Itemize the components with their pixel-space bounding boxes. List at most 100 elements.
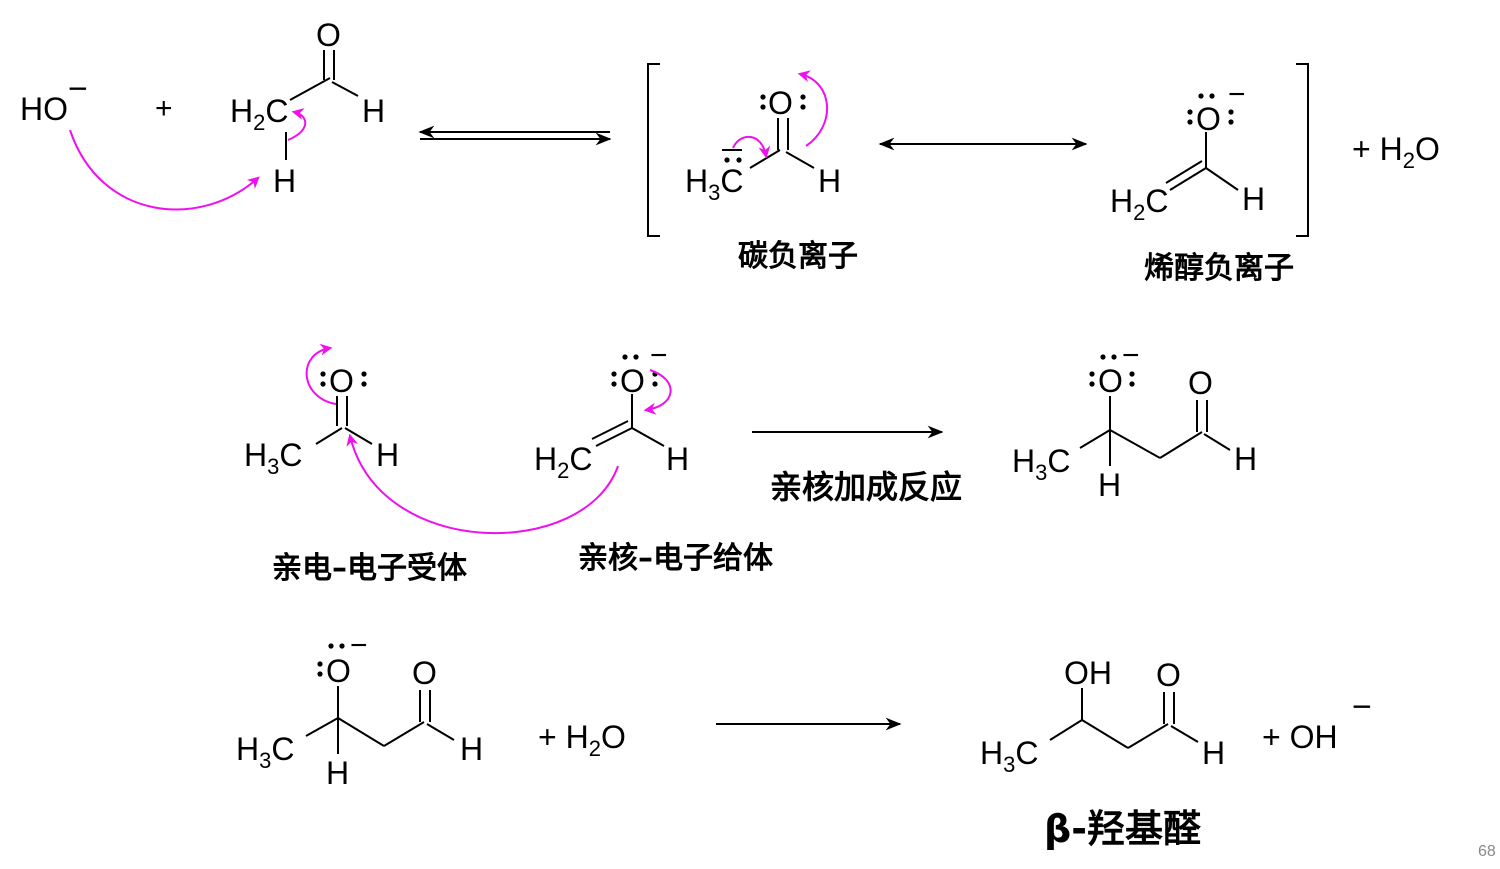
hydroxide-charge: − <box>68 70 88 108</box>
h2c-sub: 2 <box>557 458 569 483</box>
atom-O: O <box>1196 101 1221 137</box>
atom-H-aldehyde: H <box>1234 441 1257 477</box>
water-O-3: O <box>601 719 626 755</box>
plus-water-text: + H <box>1352 131 1403 167</box>
acetaldehyde-1: H2C O H H <box>230 17 385 199</box>
water-sub-3: 2 <box>589 736 601 761</box>
label-nucleophile: 亲核–电子给体 <box>578 541 774 576</box>
h2c-C: C <box>1145 183 1168 219</box>
aldol-product: H3C OH O H <box>980 655 1225 777</box>
h2c-H: H <box>534 441 557 477</box>
water-O: O <box>1415 131 1440 167</box>
atom-O: O <box>316 17 341 53</box>
alkoxide-charge: − <box>1122 339 1140 372</box>
atom-H: H <box>1242 181 1265 217</box>
svg-text:+ H2O: + H2O <box>538 719 626 761</box>
h3c-H: H <box>685 163 708 199</box>
hydroxide-charge-3: − <box>1352 688 1372 726</box>
atom-H-aldehyde: H <box>1202 735 1225 771</box>
bond-c-c <box>289 77 331 101</box>
plus-hydroxide-text: + OH <box>1262 719 1338 755</box>
atom-O-carbonyl: O <box>412 655 437 691</box>
equilibrium-arrow <box>418 125 612 146</box>
alkoxide-product: H3C O − O H H <box>1012 339 1257 503</box>
atom-H-methine: H <box>1098 467 1121 503</box>
h3c-H: H <box>236 731 259 767</box>
row1-hydroxide: HO − <box>20 70 88 127</box>
label-enolate: 烯醇负离子 <box>1144 251 1294 286</box>
right-bracket <box>1296 63 1309 237</box>
svg-text:+ H2O: + H2O <box>1352 131 1440 173</box>
atom-H: H <box>818 163 841 199</box>
atom-O-minus: O <box>326 653 351 689</box>
h2c-H: H <box>1110 183 1133 219</box>
enolate-charge: − <box>1228 78 1246 111</box>
water-sub: 2 <box>1403 148 1415 173</box>
h3c-C: C <box>271 731 294 767</box>
atom-O: O <box>620 363 645 399</box>
curly-arrow-ch-bond <box>287 108 307 141</box>
bond-c-c <box>749 149 781 169</box>
h2c-C: C <box>265 93 288 129</box>
svg-text:H2C: H2C <box>230 93 288 135</box>
h3c-sub: 3 <box>1035 460 1047 485</box>
atom-O-carbonyl: O <box>1156 657 1181 693</box>
plus-sign-1: + <box>155 92 173 125</box>
svg-text:H2C: H2C <box>1110 183 1168 225</box>
h2c-H: H <box>230 93 253 129</box>
h2c-sub: 2 <box>1133 200 1145 225</box>
enolate-nucleophile: H2C O − H <box>534 339 689 483</box>
atom-H: H <box>362 93 385 129</box>
atom-O-carbonyl: O <box>1188 365 1213 401</box>
curly-arrow-hydroxide <box>69 129 260 211</box>
enolate-structure: H2C O − H <box>1110 78 1265 225</box>
page-number: 68 <box>1478 843 1496 860</box>
bond-c-h <box>331 81 359 97</box>
curly-arrow-carbonyl <box>305 343 337 405</box>
h2c-sub: 2 <box>253 110 265 135</box>
plus-water-text-3: + H <box>538 719 589 755</box>
curly-arrow-attack <box>346 433 619 535</box>
label-carbanion: 碳负离子 <box>738 239 858 274</box>
atom-O: O <box>768 85 793 121</box>
curly-arrow-carbanion-1 <box>732 136 771 159</box>
atom-H: H <box>666 441 689 477</box>
enolate-charge: − <box>650 339 668 372</box>
curly-arrow-enolate-o <box>643 369 672 415</box>
svg-text:H3C: H3C <box>244 437 302 479</box>
h3c-C: C <box>279 437 302 473</box>
atom-O: O <box>329 363 354 399</box>
atom-OH: OH <box>1064 655 1112 691</box>
label-electrophile: 亲电–电子受体 <box>272 551 468 586</box>
svg-text:H3C: H3C <box>236 731 294 773</box>
atom-H-methine: H <box>326 755 349 791</box>
h3c-H: H <box>244 437 267 473</box>
hydroxide-HO: HO <box>20 91 68 127</box>
h3c-H: H <box>1012 443 1035 479</box>
carbanion-structure: H3C O H <box>685 85 841 205</box>
h3c-sub: 3 <box>1003 752 1015 777</box>
acetaldehyde-electrophile: H3C O H <box>244 363 399 479</box>
left-bracket <box>647 63 660 237</box>
label-nucleophilic-addition: 亲核加成反应 <box>770 468 962 506</box>
alkoxide-reactant: H3C O − O H H <box>236 629 483 791</box>
svg-text:H3C: H3C <box>1012 443 1070 485</box>
h3c-H: H <box>980 735 1003 771</box>
label-beta-hydroxy-aldehyde: β-羟基醛 <box>1044 807 1201 851</box>
h3c-C: C <box>1047 443 1070 479</box>
h3c-C: C <box>720 163 743 199</box>
h3c-sub: 3 <box>267 454 279 479</box>
curly-arrow-carbanion-2 <box>797 70 829 147</box>
svg-text:H3C: H3C <box>980 735 1038 777</box>
atom-H: H <box>376 437 399 473</box>
atom-H-alpha: H <box>273 163 296 199</box>
atom-O-minus: O <box>1098 363 1123 399</box>
alkoxide-charge: − <box>350 629 368 662</box>
atom-H-aldehyde: H <box>460 731 483 767</box>
h3c-sub: 3 <box>708 180 720 205</box>
svg-text:H3C: H3C <box>685 163 743 205</box>
h3c-C: C <box>1015 735 1038 771</box>
svg-text:H2C: H2C <box>534 441 592 483</box>
